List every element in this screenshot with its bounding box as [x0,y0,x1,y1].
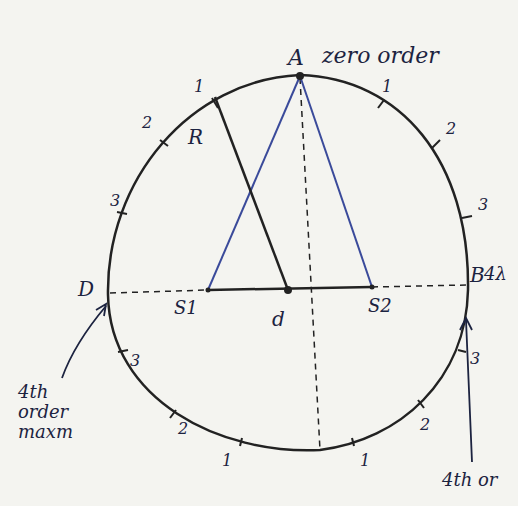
separation-label: d [272,308,285,330]
order-number: 1 [222,452,232,470]
order-note: 4th order maxm [18,382,98,441]
point-label: D [78,278,94,300]
source-label: S1 [174,298,198,318]
point-label: A [288,46,304,70]
order-number: 2 [178,420,188,438]
source-label: S2 [368,296,392,316]
order-number: 3 [478,196,488,214]
point-label: B [470,264,485,286]
radius-label: R [188,126,203,148]
order-number: 1 [360,452,370,470]
order-label: zero order [322,44,439,68]
order-number: 1 [194,78,204,96]
order-number: 2 [142,114,152,132]
order-note: 4th or [442,470,497,490]
order-number: 2 [420,416,430,434]
order-number: 3 [110,192,120,210]
order-number: 3 [130,352,140,370]
order-number: 3 [470,350,480,368]
path-difference-label: 4λ [484,264,507,284]
order-number: 2 [446,120,456,138]
order-number: 1 [382,78,392,96]
